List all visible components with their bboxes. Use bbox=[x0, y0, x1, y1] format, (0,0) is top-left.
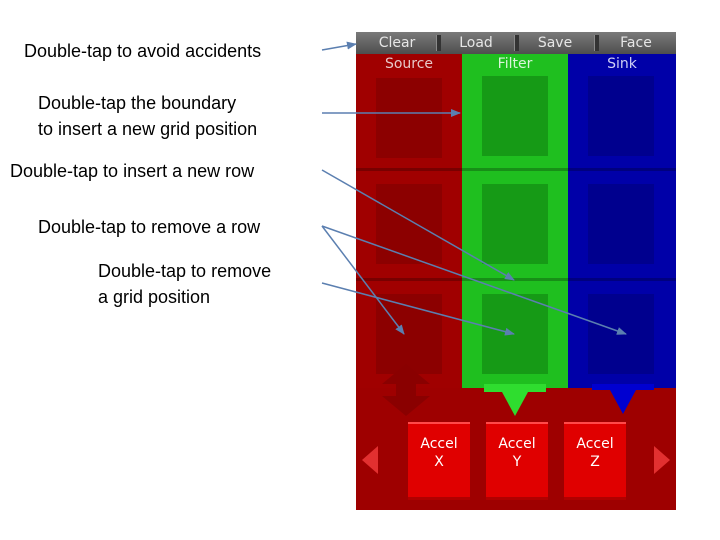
face-button[interactable]: Face bbox=[620, 35, 652, 51]
palette-item-accel-x[interactable]: Accel X bbox=[408, 422, 470, 500]
triangle-right-icon[interactable] bbox=[654, 446, 670, 474]
grid-cell[interactable] bbox=[588, 294, 654, 374]
toolbar-separator bbox=[594, 35, 599, 51]
toolbar-separator bbox=[436, 35, 441, 51]
annotation-line: Double-tap to avoid accidents bbox=[24, 41, 262, 61]
row-boundary[interactable] bbox=[356, 278, 676, 281]
save-button[interactable]: Save bbox=[537, 35, 573, 51]
load-button[interactable]: Load bbox=[459, 35, 493, 51]
grid-cell[interactable] bbox=[482, 294, 548, 374]
annotation-line: to insert a new grid position bbox=[38, 119, 258, 139]
grid-cell[interactable] bbox=[482, 184, 548, 264]
toolbar-separator bbox=[514, 35, 519, 51]
palette-item-label: Accel bbox=[576, 436, 614, 452]
column-source[interactable]: Source bbox=[356, 54, 462, 388]
palette-item-accel-z[interactable]: Accel Z bbox=[564, 422, 626, 500]
palette-item-axis: Y bbox=[512, 454, 522, 470]
grid-cell[interactable] bbox=[482, 76, 548, 156]
annotation-line: Double-tap to remove a row bbox=[38, 217, 261, 237]
annotation-line: Double-tap to insert a new row bbox=[10, 161, 255, 181]
palette-item-label: Accel bbox=[420, 436, 458, 452]
annotation-insert-grid-position: Double-tap the boundary to insert a new … bbox=[38, 90, 257, 142]
annotation-line: Double-tap to remove bbox=[98, 261, 272, 281]
palette-item-axis: X bbox=[434, 454, 444, 470]
palette-item-axis: Z bbox=[590, 454, 600, 470]
column-filter[interactable]: Filter bbox=[462, 54, 568, 388]
annotation-line: Double-tap the boundary bbox=[38, 93, 237, 113]
app-screen: Clear Load Save Face Source Filter Sink … bbox=[356, 32, 676, 510]
column-title: Filter bbox=[497, 56, 533, 72]
palette-item-accel-y[interactable]: Accel Y bbox=[486, 422, 548, 500]
grid-cell[interactable] bbox=[376, 184, 442, 264]
toolbar: Clear Load Save Face bbox=[356, 32, 676, 54]
row-boundary[interactable] bbox=[356, 168, 676, 171]
grid-cell[interactable] bbox=[376, 78, 442, 158]
annotation-insert-row: Double-tap to insert a new row bbox=[10, 158, 254, 184]
column-sink[interactable]: Sink bbox=[568, 54, 676, 388]
grid-cell[interactable] bbox=[376, 294, 442, 374]
annotation-remove-row: Double-tap to remove a row bbox=[38, 214, 260, 240]
triangle-left-icon[interactable] bbox=[362, 446, 378, 474]
annotation-remove-grid-position: Double-tap to remove a grid position bbox=[98, 258, 271, 310]
grid-cell[interactable] bbox=[588, 184, 654, 264]
annotation-line: a grid position bbox=[98, 287, 211, 307]
column-title: Sink bbox=[607, 56, 637, 72]
grid-cell[interactable] bbox=[588, 76, 654, 156]
column-title: Source bbox=[384, 56, 434, 72]
clear-button[interactable]: Clear bbox=[378, 35, 416, 51]
annotation-avoid-accidents: Double-tap to avoid accidents bbox=[24, 38, 261, 64]
callout-arrow bbox=[321, 41, 357, 51]
palette-item-label: Accel bbox=[498, 436, 536, 452]
